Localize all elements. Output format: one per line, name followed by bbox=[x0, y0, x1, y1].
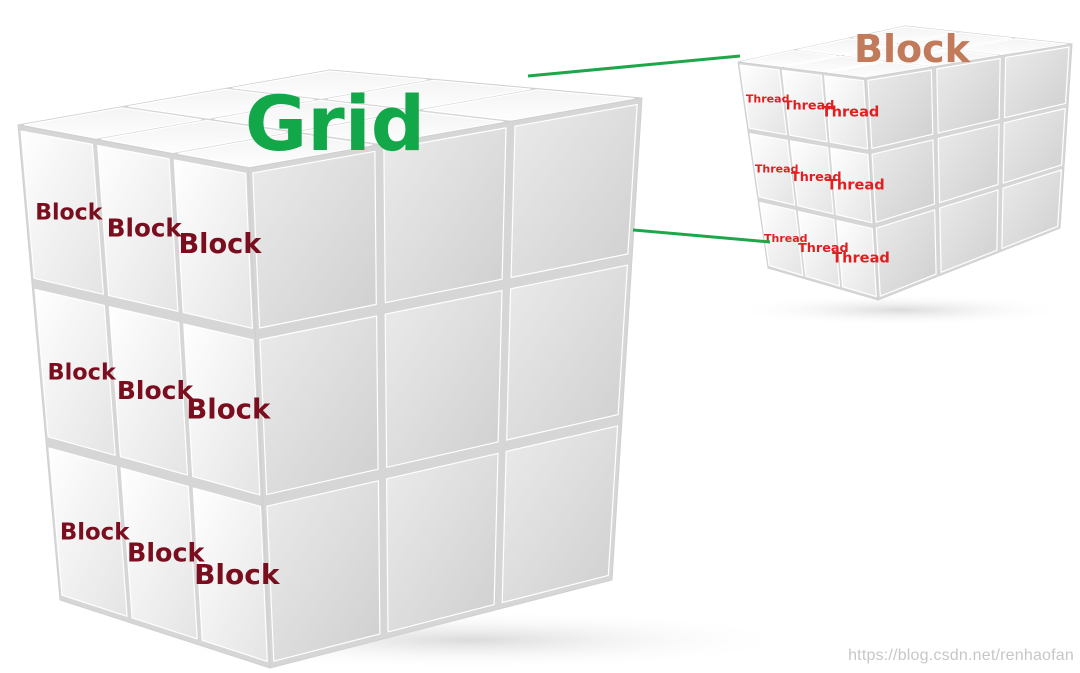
block-top-cubelet bbox=[797, 38, 897, 56]
grid-side-cubelet bbox=[266, 480, 381, 662]
block-front-cubelet bbox=[759, 201, 804, 277]
thread-label: Thread bbox=[755, 162, 799, 175]
grid-top-cubelet bbox=[327, 79, 531, 110]
watermark: https://blog.csdn.net/renhaofan bbox=[848, 647, 1074, 664]
block-top-cubelet bbox=[844, 43, 948, 62]
block-front-cubelet bbox=[797, 210, 841, 287]
grid-top-cubelet bbox=[422, 89, 635, 121]
block-cube: ThreadThreadThreadThreadThreadThreadThre… bbox=[737, 25, 1073, 301]
block-front-cubelet bbox=[830, 147, 873, 224]
block-label: Block bbox=[48, 360, 117, 386]
block-side-cubelet bbox=[871, 139, 936, 223]
thread-label: Thread bbox=[798, 241, 849, 256]
grid-top-cubelet bbox=[232, 70, 428, 99]
block-side-cubelet bbox=[936, 57, 1001, 134]
grid-front-cubelet bbox=[20, 130, 105, 295]
grid-side-cubelet bbox=[386, 452, 499, 633]
block-side-cubelet bbox=[937, 123, 1000, 204]
thread-label: Thread bbox=[832, 250, 890, 267]
block-label: Block bbox=[178, 229, 262, 260]
grid-side-cubelet bbox=[383, 127, 507, 304]
block-label: Block bbox=[186, 392, 271, 425]
block-side-cubelet bbox=[1003, 46, 1070, 119]
block-side-cubelet bbox=[1001, 169, 1063, 250]
grid-side-cubelet bbox=[501, 425, 619, 604]
grid-cube: BlockBlockBlockBlockBlockBlockBlockBlock… bbox=[17, 69, 643, 669]
block-cube-shadow bbox=[730, 294, 1070, 326]
block-top-cubelet bbox=[741, 50, 837, 68]
thread-label: Thread bbox=[764, 232, 808, 245]
grid-side-cubelet bbox=[259, 315, 379, 496]
grid-top-cubelet bbox=[23, 107, 202, 139]
grid-front-cubelet bbox=[192, 487, 268, 663]
block-top-cubelet bbox=[955, 38, 1068, 56]
block-top-cubelet bbox=[904, 32, 1013, 50]
grid-top-cubelet bbox=[100, 119, 287, 153]
thread-label: Thread bbox=[791, 170, 842, 185]
grid-side-cubelet bbox=[510, 103, 638, 279]
block-top-cubelet bbox=[853, 26, 957, 44]
grid-top-cubelet bbox=[300, 110, 504, 144]
grid-front-cubelet bbox=[48, 447, 128, 617]
block-side-cubelet bbox=[939, 189, 999, 273]
grid-front-cubelet bbox=[97, 144, 179, 312]
block-front-cubelet bbox=[739, 64, 788, 136]
block-title: Block bbox=[854, 27, 971, 71]
block-label: Block bbox=[127, 538, 206, 568]
block-front-cubelet bbox=[836, 219, 877, 298]
grid-side-cubelet bbox=[506, 264, 629, 441]
block-side-cubelet bbox=[875, 209, 937, 297]
block-top-cubelet bbox=[783, 55, 884, 73]
block-label: Block bbox=[60, 520, 130, 546]
block-side-cubelet bbox=[867, 69, 934, 150]
connector-line-bottom bbox=[632, 228, 771, 244]
grid-top-cubelet bbox=[177, 132, 373, 168]
grid-title: Grid bbox=[245, 79, 425, 168]
block-label: Block bbox=[35, 201, 103, 226]
block-label: Block bbox=[117, 376, 195, 405]
block-label: Block bbox=[107, 213, 183, 242]
thread-label: Thread bbox=[822, 103, 880, 120]
grid-side-cubelet bbox=[252, 150, 377, 329]
block-front-cubelet bbox=[823, 75, 869, 150]
connector-line-top bbox=[527, 54, 741, 78]
block-front-cubelet bbox=[781, 69, 828, 143]
grid-front-cubelet bbox=[108, 306, 189, 476]
thread-label: Thread bbox=[746, 93, 790, 106]
grid-top-cubelet bbox=[214, 99, 409, 132]
block-label: Block bbox=[194, 558, 281, 591]
grid-front-cubelet bbox=[173, 159, 253, 329]
block-front-cubelet bbox=[749, 133, 796, 206]
grid-front-cubelet bbox=[34, 288, 116, 456]
thread-label: Thread bbox=[784, 99, 835, 114]
grid-side-cubelet bbox=[384, 290, 503, 468]
grid-front-cubelet bbox=[183, 323, 261, 496]
block-side-cubelet bbox=[1002, 107, 1066, 184]
grid-front-cubelet bbox=[120, 467, 198, 640]
thread-label: Thread bbox=[827, 176, 885, 193]
block-front-cubelet bbox=[789, 140, 834, 215]
grid-top-cubelet bbox=[128, 88, 315, 119]
